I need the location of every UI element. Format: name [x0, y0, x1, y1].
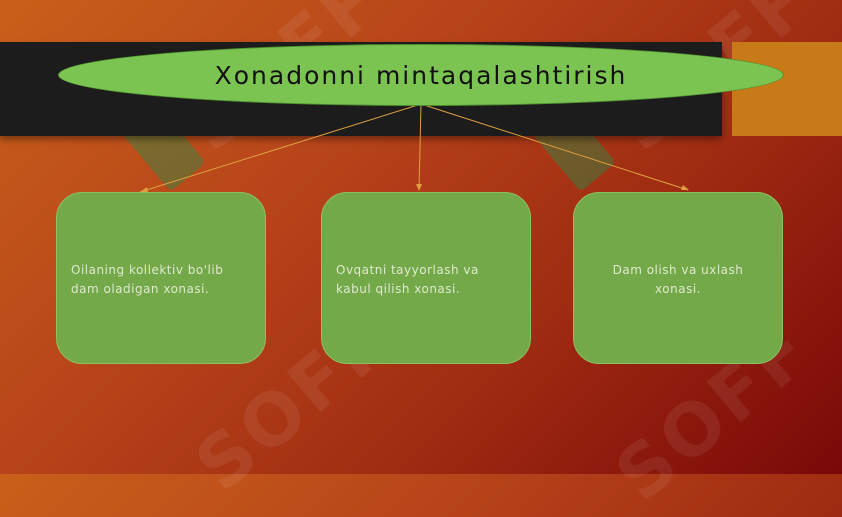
zone-box-label: Dam olish va uxlash xonasi.	[612, 263, 744, 296]
zone-box-family-room: Oilaning kollektiv bo'lib dam oladigan x…	[56, 192, 266, 364]
zone-box-bedroom: Dam olish va uxlash xonasi.	[573, 192, 783, 364]
diagram-title: Xonadonni mintaqalashtirish	[214, 60, 628, 90]
connector-arrow-right	[681, 185, 689, 190]
zone-box-label: Ovqatni tayyorlash va kabul qilish xonas…	[336, 263, 479, 296]
accent-block	[732, 42, 842, 136]
connector-arrow-mid	[416, 184, 422, 191]
title-ellipse: Xonadonni mintaqalashtirish	[58, 44, 784, 106]
slide-canvas: SOFF SOFF SOFF SOFF Xonadonni mintaqalas…	[0, 42, 842, 364]
zone-box-kitchen-dining: Ovqatni tayyorlash va kabul qilish xonas…	[321, 192, 531, 364]
zone-box-label: Oilaning kollektiv bo'lib dam oladigan x…	[71, 263, 224, 296]
